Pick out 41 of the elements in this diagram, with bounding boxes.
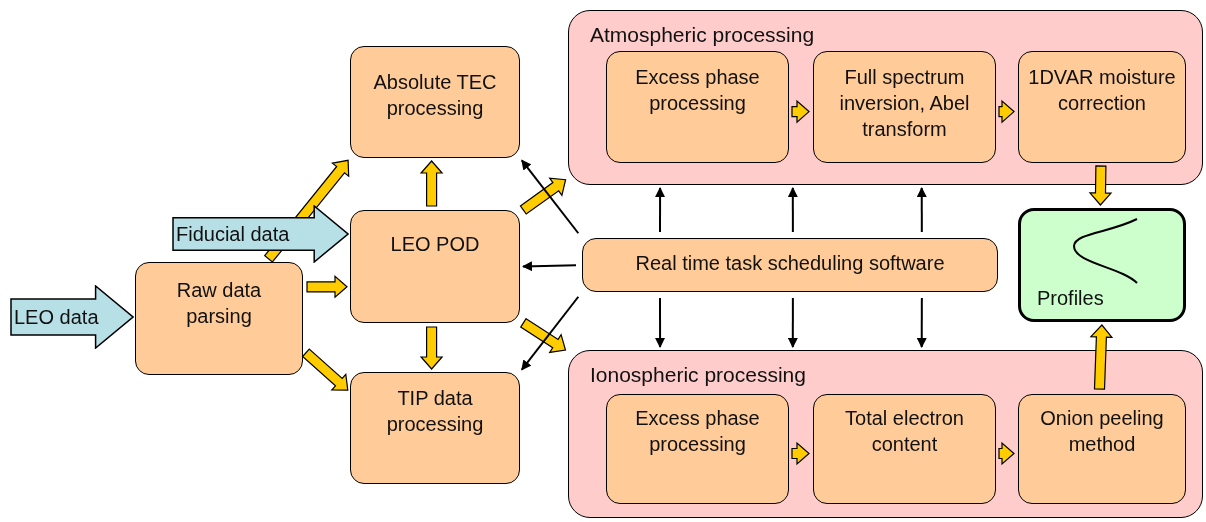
- group-panel: [568, 10, 1203, 185]
- block-arrow: [306, 274, 348, 299]
- block-arrow: [1088, 165, 1113, 206]
- process-box: Raw data parsing: [135, 262, 303, 375]
- block-arrow: [791, 441, 810, 466]
- process-box: TIP data processing: [350, 372, 520, 484]
- block-arrow: [791, 99, 810, 124]
- arrow: [520, 295, 580, 371]
- process-box: Full spectrum inversion, Abel transform: [813, 51, 996, 163]
- process-box: Absolute TEC processing: [350, 46, 520, 158]
- arrow: [916, 187, 927, 233]
- block-arrow: [263, 159, 350, 263]
- process-box: Excess phase processing: [606, 394, 789, 504]
- arrow: [520, 159, 580, 235]
- block-arrow: [519, 177, 567, 215]
- arrow: [655, 187, 666, 233]
- output-box: [1018, 208, 1186, 322]
- block-arrow: [301, 348, 349, 391]
- node-label: Fiducial data: [176, 222, 290, 247]
- block-arrow: [998, 99, 1015, 124]
- block-arrow: [998, 441, 1015, 466]
- process-box: Onion peeling method: [1018, 394, 1186, 504]
- group-title: Ionospheric processing: [590, 362, 806, 388]
- block-arrow: [419, 326, 444, 370]
- node-label: LEO data: [14, 305, 99, 330]
- node-label: Profiles: [1037, 286, 1104, 311]
- process-box: Total electron content: [813, 394, 996, 504]
- process-box: LEO POD: [350, 210, 520, 323]
- block-arrow: [1089, 324, 1114, 390]
- group-title: Atmospheric processing: [590, 22, 815, 48]
- arrow: [916, 297, 927, 348]
- process-box: 1DVAR moisture correction: [1018, 51, 1186, 163]
- block-arrow: [519, 317, 567, 354]
- block-arrow: [419, 160, 444, 207]
- process-box: Real time task scheduling software: [582, 238, 998, 292]
- arrow: [787, 187, 798, 233]
- arrow: [655, 297, 666, 348]
- process-box: Excess phase processing: [606, 51, 789, 163]
- arrow: [787, 297, 798, 348]
- group-panel: [568, 350, 1203, 518]
- arrow: [522, 261, 577, 272]
